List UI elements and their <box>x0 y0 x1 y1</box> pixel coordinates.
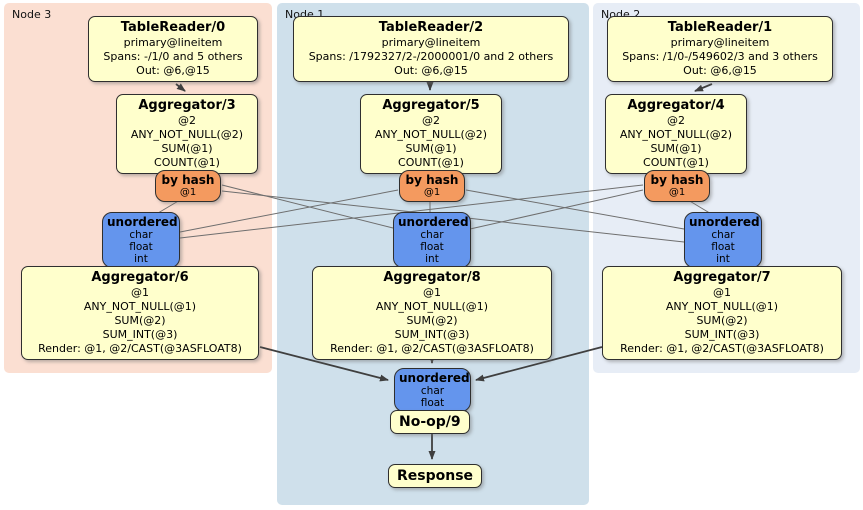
edge-hashM-to-syncR <box>465 189 685 230</box>
processor-tablereader-2: TableReader/2 primary@lineitem Spans: /1… <box>293 16 569 82</box>
processor-detail: primary@lineitem <box>670 36 770 49</box>
sync-unordered-final: unordered char float <box>394 368 471 412</box>
processor-aggregator-5: Aggregator/5 @2 ANY_NOT_NULL(@2) SUM(@1)… <box>360 94 502 174</box>
processor-detail: @1 <box>713 286 731 299</box>
processor-detail: SUM(@2) <box>406 314 458 327</box>
response-node: Response <box>388 464 483 488</box>
processor-noop-9: No-op/9 <box>390 410 470 434</box>
edge-hashR-to-syncM <box>469 189 644 230</box>
processor-detail: @2 <box>178 114 196 127</box>
edge-hashM-to-syncL <box>179 189 399 233</box>
arrow-aggregator6-to-final-sync <box>259 346 389 382</box>
processor-detail: ANY_NOT_NULL(@2) <box>619 128 733 141</box>
processor-detail: Out: @6,@15 <box>394 64 468 77</box>
processor-title: TableReader/1 <box>667 20 773 35</box>
processor-aggregator-3: Aggregator/3 @2 ANY_NOT_NULL(@2) SUM(@1)… <box>116 94 258 174</box>
processor-title: Aggregator/7 <box>673 270 771 285</box>
processor-title: TableReader/2 <box>378 20 484 35</box>
router-by-hash-right: by hash @1 <box>644 170 710 202</box>
sync-detail: char <box>129 229 153 241</box>
processor-title: Aggregator/3 <box>138 98 236 113</box>
processor-detail: ANY_NOT_NULL(@2) <box>374 128 488 141</box>
processor-tablereader-0: TableReader/0 primary@lineitem Spans: -/… <box>88 16 258 82</box>
processor-title: No-op/9 <box>399 414 461 430</box>
router-detail: @1 <box>668 187 686 198</box>
sync-detail: char <box>420 229 444 241</box>
processor-detail: Out: @6,@15 <box>683 64 757 77</box>
processor-detail: @2 <box>422 114 440 127</box>
processor-detail: primary@lineitem <box>381 36 481 49</box>
router-title: by hash <box>405 173 459 187</box>
router-by-hash-left: by hash @1 <box>155 170 221 202</box>
sync-detail: float <box>420 241 444 253</box>
processor-detail: COUNT(@1) <box>398 156 464 169</box>
sync-title: unordered <box>398 215 469 229</box>
processor-detail: Spans: -/1/0 and 5 others <box>103 50 243 63</box>
processor-detail: COUNT(@1) <box>154 156 220 169</box>
processor-detail: ANY_NOT_NULL(@2) <box>130 128 244 141</box>
processor-title: Response <box>397 468 474 484</box>
router-by-hash-middle: by hash @1 <box>399 170 465 202</box>
edge-hashL-to-syncM <box>221 184 394 229</box>
sync-detail: float <box>129 241 153 253</box>
sync-title: unordered <box>689 215 760 229</box>
arrow-aggregator7-to-final-sync <box>475 346 603 382</box>
sync-title: unordered <box>399 371 470 385</box>
region-node3-label: Node 3 <box>12 8 52 21</box>
processor-aggregator-4: Aggregator/4 @2 ANY_NOT_NULL(@2) SUM(@1)… <box>605 94 747 174</box>
processor-title: TableReader/0 <box>120 20 226 35</box>
sync-detail: char <box>711 229 735 241</box>
sync-detail: int <box>716 253 730 265</box>
processor-title: Aggregator/5 <box>382 98 480 113</box>
processor-detail: SUM(@1) <box>405 142 457 155</box>
sync-detail: char <box>420 385 445 397</box>
processor-detail: Render: @1, @2/CAST(@3ASFLOAT8) <box>620 342 824 355</box>
processor-title: Aggregator/6 <box>91 270 189 285</box>
processor-detail: Spans: /1/0-/549602/3 and 3 others <box>622 50 818 63</box>
processor-aggregator-8: Aggregator/8 @1 ANY_NOT_NULL(@1) SUM(@2)… <box>312 266 552 360</box>
sync-unordered-right: unordered char float int <box>684 212 762 268</box>
processor-aggregator-6: Aggregator/6 @1 ANY_NOT_NULL(@1) SUM(@2)… <box>21 266 259 360</box>
processor-detail: ANY_NOT_NULL(@1) <box>665 300 779 313</box>
arrow-tablereader1-to-aggregator4 <box>694 83 713 92</box>
sync-detail: int <box>134 253 148 265</box>
processor-title: Aggregator/8 <box>383 270 481 285</box>
sync-detail: float <box>420 397 445 409</box>
router-detail: @1 <box>423 187 441 198</box>
processor-detail: SUM(@2) <box>696 314 748 327</box>
processor-detail: @1 <box>423 286 441 299</box>
processor-detail: COUNT(@1) <box>643 156 709 169</box>
processor-detail: Out: @6,@15 <box>136 64 210 77</box>
processor-detail: @2 <box>667 114 685 127</box>
processor-title: Aggregator/4 <box>627 98 725 113</box>
sync-detail: int <box>425 253 439 265</box>
processor-detail: SUM_INT(@3) <box>102 328 178 341</box>
edge-hashR-to-syncL <box>179 184 644 239</box>
processor-detail: SUM_INT(@3) <box>684 328 760 341</box>
router-title: by hash <box>650 173 704 187</box>
processor-tablereader-1: TableReader/1 primary@lineitem Spans: /1… <box>607 16 833 82</box>
processor-aggregator-7: Aggregator/7 @1 ANY_NOT_NULL(@1) SUM(@2)… <box>602 266 842 360</box>
router-title: by hash <box>161 173 215 187</box>
router-detail: @1 <box>179 187 197 198</box>
arrow-tablereader0-to-aggregator3 <box>175 83 186 92</box>
processor-detail: SUM(@1) <box>161 142 213 155</box>
sync-title: unordered <box>107 215 178 229</box>
processor-detail: Spans: /1792327/2-/2000001/0 and 2 other… <box>308 50 554 63</box>
processor-detail: Render: @1, @2/CAST(@3ASFLOAT8) <box>330 342 534 355</box>
sync-unordered-middle: unordered char float int <box>393 212 471 268</box>
processor-detail: primary@lineitem <box>123 36 223 49</box>
processor-detail: ANY_NOT_NULL(@1) <box>375 300 489 313</box>
processor-detail: @1 <box>131 286 149 299</box>
processor-detail: SUM_INT(@3) <box>394 328 470 341</box>
sync-detail: float <box>711 241 735 253</box>
processor-detail: SUM(@2) <box>114 314 166 327</box>
sync-unordered-left: unordered char float int <box>102 212 180 268</box>
processor-detail: ANY_NOT_NULL(@1) <box>83 300 197 313</box>
processor-detail: SUM(@1) <box>650 142 702 155</box>
processor-detail: Render: @1, @2/CAST(@3ASFLOAT8) <box>38 342 242 355</box>
